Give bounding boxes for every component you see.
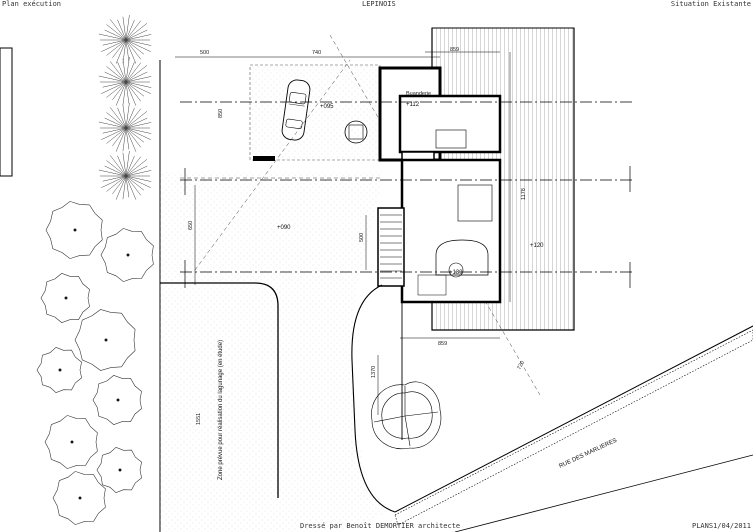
- lagoon-zone: [160, 282, 279, 498]
- street: RUE DES MARLIERES: [394, 325, 753, 532]
- car-icon: [281, 79, 311, 141]
- street-name: RUE DES MARLIERES: [558, 438, 618, 470]
- dim-1178: 1178: [521, 188, 527, 200]
- dim-500-v: 500: [359, 233, 365, 242]
- dim-650: 650: [188, 221, 194, 230]
- dim-1551: 1551: [196, 413, 202, 425]
- level-living: +130: [449, 270, 463, 276]
- level-courtyard: +090: [277, 225, 291, 231]
- level-terrace: +120: [530, 243, 544, 249]
- neighbour-building: [0, 47, 13, 177]
- dim-1370: 1370: [371, 366, 377, 378]
- room-buanderie: Buanderie: [406, 91, 431, 97]
- footer-right: PLANS1/04/2011: [691, 522, 751, 530]
- header-left: Plan exécution: [2, 0, 62, 8]
- level-garage: +112: [406, 102, 420, 108]
- dim-859-bottom: 859: [438, 341, 447, 347]
- footer-center: Dressé par Benoît DEMORTIER architecte: [300, 522, 461, 530]
- parking-area: [249, 64, 381, 161]
- dimension-lines: [175, 51, 511, 415]
- lagoon-zone-label: Zone prévue pour réalisation du lagunage…: [218, 340, 224, 480]
- house: [377, 66, 502, 304]
- dim-859-top: 859: [450, 47, 459, 53]
- conifer-row: [98, 14, 152, 200]
- deciduous-trees: [36, 201, 154, 525]
- construction-lines: [180, 34, 541, 396]
- dimension-labels: 500 740 859 650 1178 850 500 859 1370 15…: [188, 47, 527, 425]
- axis-markers: [184, 166, 631, 288]
- well-icon: [344, 120, 368, 144]
- level-markers: +095 +112 +090 +130 +120 Buanderie: [277, 91, 544, 276]
- tree-symbol: [371, 381, 442, 450]
- dim-500: 500: [200, 50, 209, 56]
- axis-lines: [180, 101, 632, 273]
- driveway-curve: [351, 284, 396, 513]
- dim-850: 850: [218, 109, 224, 118]
- garden-wall: [253, 156, 275, 161]
- header-center: LEPINOIS: [362, 0, 396, 8]
- header-right: Situation Existante: [670, 0, 751, 8]
- level-parking: +095: [320, 104, 334, 110]
- dim-740: 740: [312, 50, 321, 56]
- dim-720: 720: [516, 360, 526, 371]
